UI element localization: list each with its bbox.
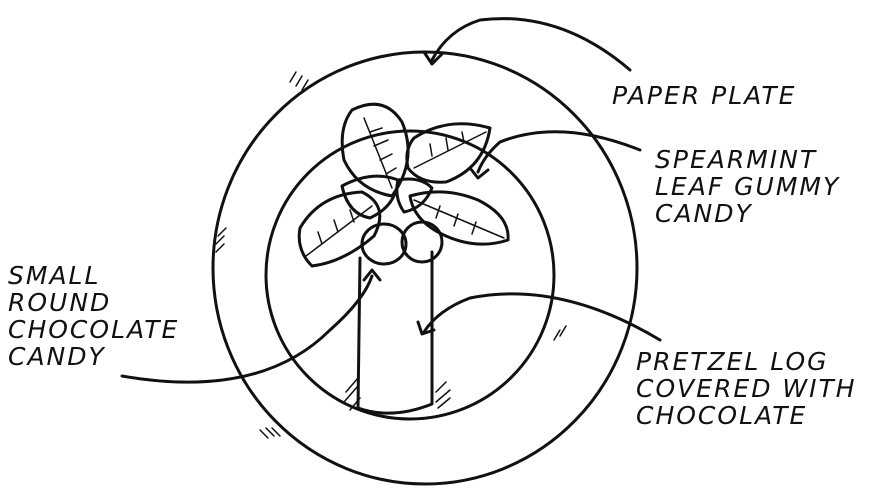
label-line: CANDY	[655, 200, 840, 227]
label-line: PRETZEL LOG	[636, 348, 857, 375]
label-pretzel-log-covered-with-chocolate: PRETZEL LOG COVERED WITH CHOCOLATE	[636, 348, 857, 429]
label-line: COVERED WITH	[636, 375, 857, 402]
label-line: CHOCOLATE	[636, 402, 857, 429]
pretzel-log	[344, 252, 450, 413]
label-line: CANDY	[8, 343, 179, 370]
label-small-round-chocolate-candy: SMALL ROUND CHOCOLATE CANDY	[8, 262, 179, 370]
label-line: LEAF GUMMY	[655, 173, 840, 200]
label-line: SPEARMINT	[655, 146, 840, 173]
label-line: SMALL	[8, 262, 179, 289]
plate-inner-circle	[266, 131, 554, 419]
label-paper-plate: PAPER PLATE	[612, 82, 796, 109]
label-line: CHOCOLATE	[8, 316, 179, 343]
spearmint-leaf-gummies	[299, 104, 508, 266]
label-line: PAPER PLATE	[612, 82, 796, 109]
label-line: ROUND	[8, 289, 179, 316]
label-spearmint-leaf-gummy-candy: SPEARMINT LEAF GUMMY CANDY	[655, 146, 840, 227]
